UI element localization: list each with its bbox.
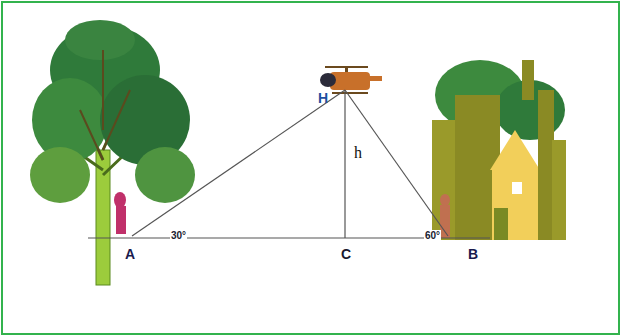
- angle-label: 30°: [170, 230, 187, 242]
- angle-label: 60°: [424, 230, 441, 242]
- point-label: C: [341, 246, 351, 262]
- height-label: h: [354, 144, 362, 162]
- triangle-lines: [88, 90, 490, 238]
- point-label: A: [125, 246, 135, 262]
- point-label: B: [468, 246, 478, 262]
- helicopter: [320, 67, 382, 93]
- tree: [30, 20, 195, 285]
- point-label: H: [318, 90, 328, 106]
- house: [432, 60, 566, 240]
